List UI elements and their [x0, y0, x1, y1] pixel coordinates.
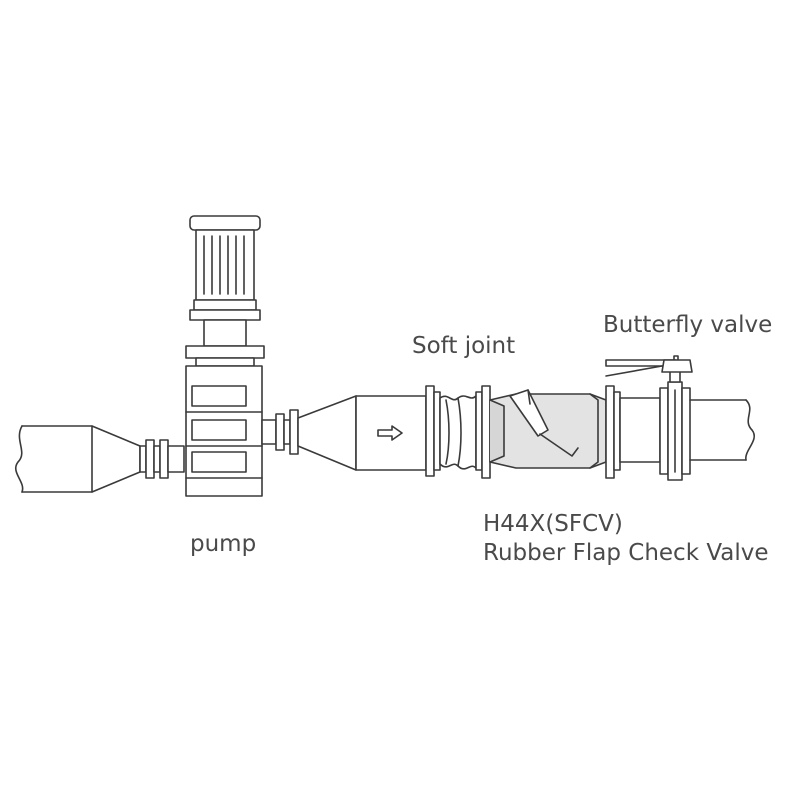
inlet-pipe [15, 425, 93, 493]
discharge-pipe [355, 395, 427, 471]
soft-joint [425, 385, 477, 477]
check-valve-name-label: Rubber Flap Check Valve [483, 539, 769, 566]
inlet-reducer [91, 425, 141, 493]
pump-label: pump [190, 531, 257, 557]
soft-joint-label: Soft joint [412, 333, 516, 359]
inlet-flange [139, 439, 185, 479]
butterfly-valve [605, 355, 693, 481]
check-valve-model-label: H44X(SFCV) [483, 511, 623, 537]
flow-arrow-icon [377, 425, 403, 441]
connecting-pipe [619, 397, 661, 463]
check-valve-label: H44X(SFCV) Rubber Flap Check Valve [483, 510, 769, 568]
outlet-flange [261, 409, 299, 455]
outlet-reducer [297, 395, 357, 471]
pump [185, 215, 265, 497]
check-valve [475, 385, 621, 479]
butterfly-valve-label: Butterfly valve [603, 312, 773, 338]
outlet-pipe [689, 399, 755, 461]
